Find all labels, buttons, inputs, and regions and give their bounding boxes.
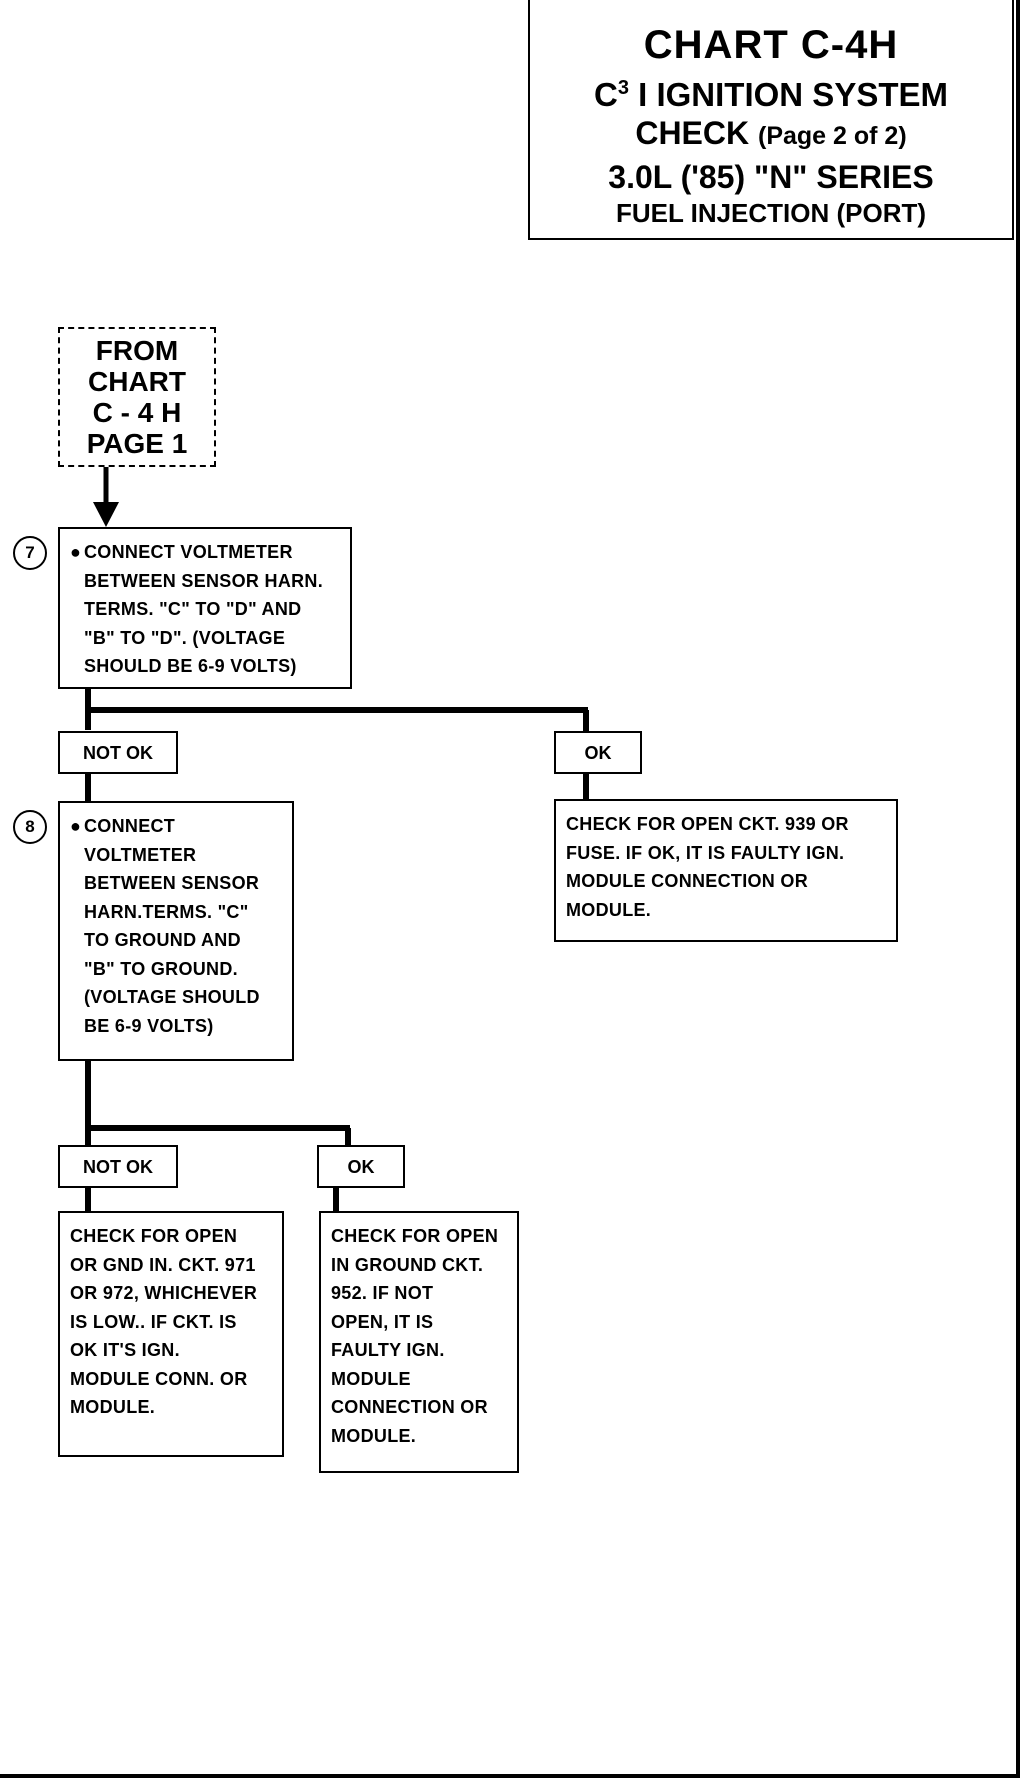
result-line: CHECK FOR OPEN CKT. 939 OR	[566, 814, 849, 834]
result-line: OR 972, WHICHEVER	[70, 1283, 258, 1303]
step-8-line: ●CONNECT	[70, 812, 282, 841]
entry-line: FROM	[95, 335, 179, 366]
step-8-line: "B" TO GROUND.	[84, 958, 238, 979]
step-8-line: BETWEEN SENSOR	[84, 873, 260, 893]
step-8-line: VOLTMETER	[84, 844, 197, 865]
check-label: CHECK	[635, 115, 750, 151]
result-line: FAULTY IGN.	[331, 1340, 445, 1360]
arrow-head-entry	[93, 502, 119, 527]
result-line: MODULE CONN. OR	[70, 1368, 248, 1389]
step-8-ok-label: OK	[317, 1145, 405, 1188]
entry-line: C - 4 H	[92, 397, 182, 428]
step-8-not-ok-result-box: CHECK FOR OPEN OR GND IN. CKT. 971 OR 97…	[58, 1211, 284, 1457]
result-line: MODULE.	[331, 1425, 417, 1446]
result-line: FUSE. IF OK, IT IS FAULTY IGN.	[566, 842, 845, 863]
step-7-text: CONNECT VOLTMETER	[84, 542, 293, 562]
step-7-ok-label: OK	[554, 731, 642, 774]
result-line: CHECK FOR OPEN	[331, 1226, 499, 1246]
result-line: CHECK FOR OPEN	[70, 1226, 238, 1246]
result-line: IS LOW.. IF CKT. IS	[70, 1311, 237, 1332]
entry-line: PAGE 1	[86, 428, 188, 459]
result-line: OK IT'S IGN.	[70, 1340, 180, 1360]
result-line: MODULE.	[70, 1397, 156, 1417]
step-8-ok-result-box: CHECK FOR OPEN IN GROUND CKT. 952. IF NO…	[319, 1211, 519, 1473]
step-8-line: HARN.TERMS. "C"	[84, 901, 249, 922]
result-line: OR GND IN. CKT. 971	[70, 1254, 256, 1275]
step-8-not-ok-label: NOT OK	[58, 1145, 178, 1188]
step-8-line: (VOLTAGE SHOULD	[84, 987, 260, 1007]
chart-title: CHART C-4H	[643, 23, 899, 67]
result-line: MODULE.	[566, 899, 652, 920]
bullet-icon: ●	[70, 816, 82, 836]
bullet-icon: ●	[70, 542, 82, 562]
fuel-system: FUEL INJECTION (PORT)	[615, 198, 927, 228]
entry-line: CHART	[88, 366, 186, 397]
system-rest: I IGNITION SYSTEM	[628, 76, 948, 113]
step-7-ok-result-box: CHECK FOR OPEN CKT. 939 OR FUSE. IF OK, …	[554, 799, 898, 942]
page-note: (Page 2 of 2)	[758, 122, 907, 150]
system-prefix: C	[594, 76, 618, 113]
result-line: IN GROUND CKT.	[331, 1254, 484, 1275]
step-7-line: BETWEEN SENSOR HARN.	[84, 570, 324, 591]
system-name: C3 I IGNITION SYSTEM	[530, 76, 1012, 114]
step-8-marker: 8	[13, 810, 47, 844]
result-line: 952. IF NOT	[331, 1283, 434, 1303]
result-line: CONNECTION OR	[331, 1397, 488, 1417]
step-7-line: TERMS. "C" TO "D" AND	[84, 599, 302, 619]
entry-from-chart-box: FROM CHART C - 4 H PAGE 1	[58, 327, 216, 467]
step-8-box: ●CONNECT VOLTMETER BETWEEN SENSOR HARN.T…	[58, 801, 294, 1061]
step-8-line: TO GROUND AND	[84, 930, 241, 950]
step-7-not-ok-label: NOT OK	[58, 731, 178, 774]
step-8-text: CONNECT	[84, 816, 176, 836]
check-line: CHECK (Page 2 of 2)	[530, 114, 1012, 155]
step-7-line: "B" TO "D". (VOLTAGE	[84, 627, 286, 648]
step-7-marker: 7	[13, 536, 47, 570]
step-8-line: BE 6-9 VOLTS)	[84, 1015, 214, 1036]
engine-series: 3.0L ('85) "N" SERIES	[608, 159, 934, 195]
chart-title-block: CHART C-4H C3 I IGNITION SYSTEM CHECK (P…	[528, 0, 1014, 240]
step-7-box: ●CONNECT VOLTMETER BETWEEN SENSOR HARN. …	[58, 527, 352, 689]
step-7-line: SHOULD BE 6-9 VOLTS)	[84, 656, 297, 676]
result-line: MODULE CONNECTION OR	[566, 871, 808, 891]
result-line: MODULE	[331, 1368, 411, 1389]
step-7-line: ●CONNECT VOLTMETER	[70, 538, 340, 567]
result-line: OPEN, IT IS	[331, 1311, 434, 1332]
system-superscript: 3	[617, 77, 629, 99]
